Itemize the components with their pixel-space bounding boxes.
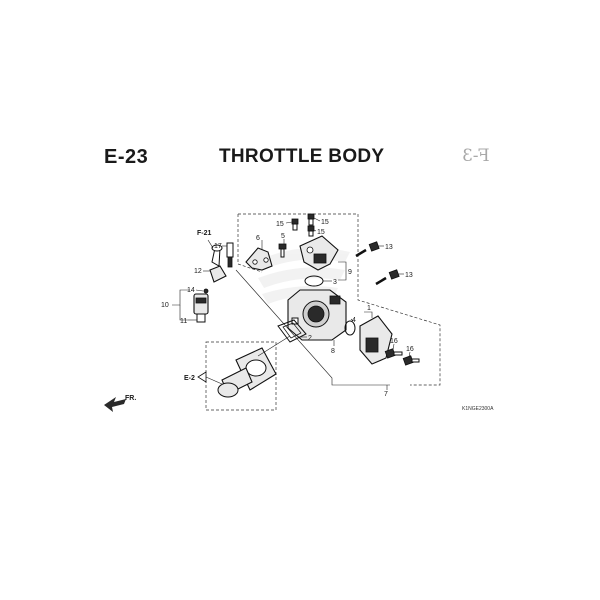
bracket-10 bbox=[172, 289, 190, 306]
leader-intake bbox=[257, 335, 291, 357]
callout-13a: 13 bbox=[385, 244, 393, 251]
callout-5: 5 bbox=[281, 233, 285, 240]
ref-e2: E-2 bbox=[184, 375, 195, 382]
o-ring-14 bbox=[203, 288, 209, 294]
screw-15c-part bbox=[307, 225, 315, 237]
callout-17: 17 bbox=[214, 243, 222, 250]
callout-15c: 15 bbox=[317, 229, 325, 236]
gasket-2-part bbox=[277, 319, 307, 343]
leader-14 bbox=[195, 289, 204, 292]
callout-15a: 15 bbox=[276, 221, 284, 228]
clip-17-part bbox=[226, 242, 234, 268]
front-arrow-icon bbox=[104, 397, 126, 412]
callout-9: 9 bbox=[348, 269, 352, 276]
assembly-boundary-left bbox=[237, 214, 263, 273]
leader-4 bbox=[350, 318, 354, 322]
callout-10: 10 bbox=[161, 302, 169, 309]
callout-3: 3 bbox=[333, 279, 337, 286]
callout-14: 14 bbox=[187, 287, 195, 294]
ref-f21: F-21 bbox=[197, 230, 212, 237]
screw-15b-part bbox=[307, 213, 315, 226]
callout-4: 4 bbox=[352, 317, 356, 324]
leader-16b bbox=[408, 351, 411, 358]
leader-15c bbox=[313, 229, 317, 232]
callout-16a: 16 bbox=[390, 338, 398, 345]
reference-arrow-e2 bbox=[197, 371, 207, 383]
fuel-injector-part bbox=[193, 293, 209, 323]
callout-2: 2 bbox=[308, 335, 312, 342]
leader-15a bbox=[285, 221, 293, 224]
throttle-body-part bbox=[287, 289, 347, 341]
callout-7: 7 bbox=[384, 391, 388, 398]
callout-12: 12 bbox=[194, 268, 202, 275]
diagram-code: K1NGE2300A bbox=[462, 406, 494, 412]
leader-e2 bbox=[205, 376, 223, 385]
callout-15b: 15 bbox=[321, 219, 329, 226]
page-title: THROTTLE BODY bbox=[219, 146, 385, 167]
callout-6: 6 bbox=[256, 235, 260, 242]
section-code: E-23 bbox=[104, 146, 149, 168]
leader-1 bbox=[364, 311, 373, 318]
bracket-6-part bbox=[245, 247, 273, 271]
screw-5-part bbox=[278, 243, 287, 258]
bracket-9 bbox=[338, 261, 347, 281]
bolt-13b-part bbox=[375, 269, 400, 286]
screw-16b-part bbox=[402, 355, 420, 366]
bracket-10b bbox=[179, 305, 188, 321]
leader-f21 bbox=[207, 239, 214, 249]
leader-15b bbox=[313, 217, 321, 222]
intake-manifold-part bbox=[217, 347, 277, 398]
callout-13b: 13 bbox=[405, 272, 413, 279]
callout-11: 11 bbox=[180, 318, 187, 325]
ref-front: FR. bbox=[125, 395, 136, 402]
assembly-boundary-upper bbox=[238, 213, 441, 386]
callout-16b: 16 bbox=[406, 346, 414, 353]
screw-16a-part bbox=[384, 348, 403, 359]
callout-8: 8 bbox=[331, 348, 335, 355]
sensor-unit-9-part bbox=[299, 235, 339, 271]
seal-4-part bbox=[344, 320, 356, 336]
screw-15a-part bbox=[291, 218, 299, 231]
fuel-pipe-part bbox=[209, 244, 227, 283]
throttle-sensor-1-part bbox=[359, 315, 393, 365]
leader-16a bbox=[392, 343, 395, 351]
bolt-13a-part bbox=[355, 241, 380, 258]
callout-1: 1 bbox=[367, 305, 371, 312]
